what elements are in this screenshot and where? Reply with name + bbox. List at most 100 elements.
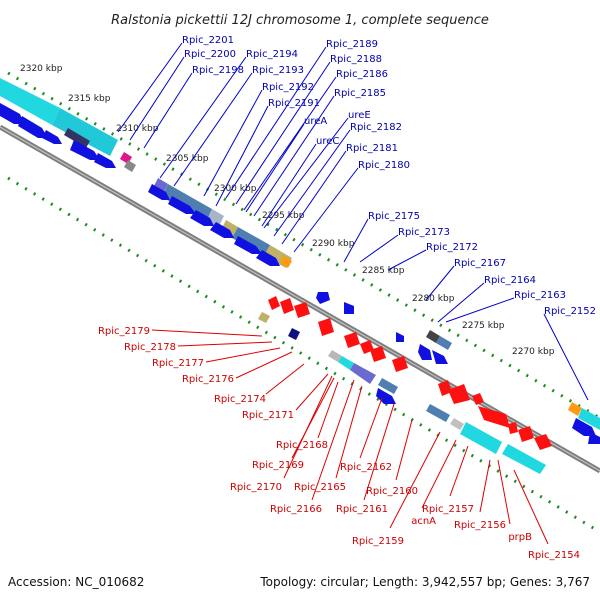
leader-line bbox=[173, 72, 253, 187]
gene-label-forward: Rpic_2198 bbox=[192, 65, 244, 76]
forward-gene-arrow bbox=[0, 103, 24, 124]
leader-line bbox=[513, 469, 549, 545]
feature-block-orange bbox=[568, 402, 582, 416]
scale-label: 2290 kbp bbox=[312, 239, 355, 249]
leader-line bbox=[363, 403, 395, 501]
scale-label: 2280 kbp bbox=[412, 294, 455, 304]
feature-block-cyan bbox=[502, 444, 546, 474]
reverse-gene-arrow bbox=[448, 384, 470, 404]
feature-blocks bbox=[0, 78, 600, 474]
feature-block-light bbox=[450, 418, 464, 430]
gene-label-reverse: Rpic_2169 bbox=[252, 460, 304, 471]
forward-gene-arrow bbox=[418, 344, 432, 360]
forward-gene-arrow bbox=[396, 332, 404, 342]
leader-line bbox=[387, 249, 427, 271]
reverse-gene-arrow bbox=[534, 434, 552, 450]
outer-ruler-top bbox=[7, 71, 600, 420]
gene-label-forward: Rpic_2181 bbox=[346, 143, 398, 154]
reverse-gene-arrow bbox=[478, 406, 510, 428]
feature-block-khaki bbox=[258, 312, 270, 323]
reverse-gene-arrow bbox=[370, 346, 386, 362]
feature-block-cyan bbox=[460, 422, 502, 454]
leader-line bbox=[295, 373, 329, 411]
reverse-gene-arrow bbox=[518, 426, 534, 442]
reverse-gene-arrow bbox=[280, 298, 294, 314]
reverse-gene-arrow bbox=[508, 422, 518, 434]
leader-line bbox=[543, 313, 589, 401]
gene-label-forward: Rpic_2173 bbox=[398, 227, 450, 238]
leader-line bbox=[293, 167, 359, 253]
reverse-gene-arrow bbox=[344, 332, 360, 348]
scale-label: 2315 kbp bbox=[68, 94, 111, 104]
forward-gene-arrow bbox=[168, 196, 196, 214]
leader-line bbox=[245, 123, 305, 213]
feature-block-cyan bbox=[52, 108, 118, 156]
gene-label-forward: Rpic_2167 bbox=[454, 258, 506, 269]
leader-line bbox=[281, 150, 347, 245]
gene-label-forward: Rpic_2194 bbox=[246, 49, 298, 60]
scale-label: 2300 kbp bbox=[214, 184, 257, 194]
forward-gene-arrow bbox=[572, 418, 596, 436]
leader-line bbox=[265, 363, 305, 395]
forward-gene-arrow bbox=[210, 222, 234, 238]
gene-label-forward: Rpic_2163 bbox=[514, 290, 566, 301]
feature-block-steel bbox=[436, 336, 452, 350]
forward-gene-arrow bbox=[18, 116, 48, 138]
leader-line bbox=[129, 56, 185, 141]
feature-block-purple bbox=[350, 363, 376, 384]
gene-label-forward: Rpic_2180 bbox=[358, 160, 410, 171]
leader-line bbox=[215, 105, 269, 207]
gene-label-reverse: prpB bbox=[508, 532, 532, 543]
gene-label-forward: Rpic_2201 bbox=[182, 35, 234, 46]
gene-label-reverse: Rpic_2178 bbox=[124, 342, 176, 353]
leader-line bbox=[253, 95, 335, 217]
gene-label-forward: Rpic_2186 bbox=[336, 69, 388, 80]
gene-label-forward: Rpic_2175 bbox=[368, 211, 420, 222]
leader-line bbox=[449, 445, 469, 497]
gene-label-forward: ureE bbox=[348, 110, 371, 121]
feature-block-steel bbox=[232, 227, 270, 256]
feature-block-steel bbox=[426, 404, 450, 422]
gene-label-reverse: Rpic_2156 bbox=[454, 520, 506, 531]
leader-line bbox=[437, 282, 485, 323]
feature-block-orange bbox=[280, 256, 292, 268]
reverse-gene-arrow bbox=[472, 393, 484, 405]
gene-label-reverse: Rpic_2179 bbox=[98, 326, 150, 337]
leader-line bbox=[143, 72, 193, 149]
scale-label: 2320 kbp bbox=[20, 64, 63, 74]
gene-label-reverse: acnA bbox=[411, 516, 436, 527]
gene-label-reverse: Rpic_2166 bbox=[270, 504, 322, 515]
leader-line bbox=[445, 297, 515, 323]
feature-block-cyan bbox=[578, 408, 600, 430]
leader-line bbox=[359, 397, 383, 459]
leader-line bbox=[497, 459, 511, 525]
leader-line bbox=[151, 329, 263, 337]
leader-line bbox=[317, 381, 339, 439]
forward-gene-arrow bbox=[190, 210, 214, 226]
leader-line bbox=[177, 341, 273, 347]
gene-label-reverse: Rpic_2176 bbox=[182, 374, 234, 385]
map-title: Ralstonia pickettii 12J chromosome 1, co… bbox=[111, 13, 489, 28]
gene-label-forward: Rpic_2182 bbox=[350, 122, 402, 133]
forward-gene-arrow bbox=[70, 140, 100, 160]
bottom-gene-labels: Rpic_2179 Rpic_2178 Rpic_2177 Rpic_2176 … bbox=[98, 326, 580, 561]
gene-label-forward: Rpic_2172 bbox=[426, 242, 478, 253]
reverse-gene-arrow bbox=[318, 318, 334, 336]
gene-label-forward: Rpic_2191 bbox=[268, 98, 320, 109]
feature-block-steel bbox=[378, 378, 398, 394]
leader-line bbox=[263, 117, 349, 229]
gene-label-reverse: Rpic_2161 bbox=[336, 504, 388, 515]
top-gene-labels: Rpic_2201 Rpic_2200 Rpic_2198 Rpic_2194 … bbox=[117, 35, 596, 401]
leader-line bbox=[273, 129, 351, 237]
reverse-genes bbox=[268, 296, 552, 450]
gene-label-reverse: Rpic_2170 bbox=[230, 482, 282, 493]
feature-block-light bbox=[328, 350, 342, 362]
forward-gene-arrow bbox=[234, 236, 262, 254]
gene-label-reverse: Rpic_2157 bbox=[422, 504, 474, 515]
leader-line bbox=[335, 385, 363, 479]
feature-block-darkgrey bbox=[426, 330, 440, 343]
reverse-gene-arrow bbox=[268, 296, 280, 310]
forward-genes bbox=[0, 103, 600, 444]
gene-label-forward: Rpic_2192 bbox=[262, 82, 314, 93]
scale-label: 2305 kbp bbox=[166, 154, 209, 164]
